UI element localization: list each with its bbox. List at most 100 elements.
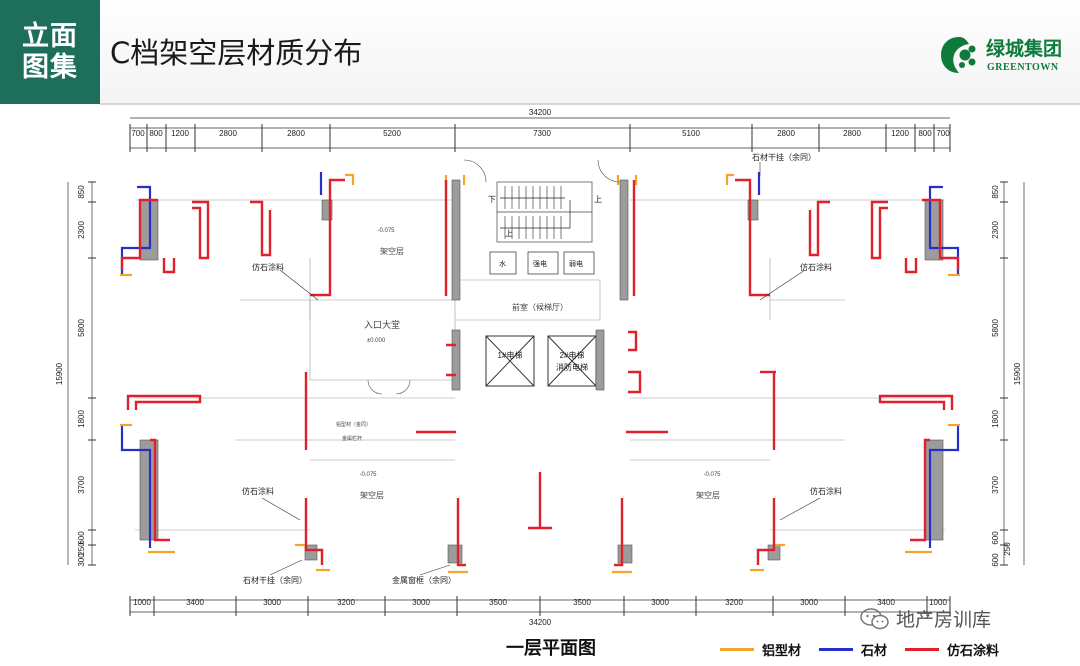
bottom-dimension-labels: 1000 3400 3000 3200 3000 3500 3500 3000 … (133, 598, 947, 607)
dim-left-8: 300 (77, 553, 86, 567)
level-entrance: ±0.000 (367, 338, 386, 344)
dim-bottom-12: 1000 (929, 598, 947, 607)
watermark: 地产房训库 (860, 605, 991, 632)
dim-right-4: 1800 (991, 410, 1000, 428)
level-open-bottom-left: -0.075 (359, 472, 377, 478)
leader-lines (261, 162, 821, 576)
level-open-bottom-right: -0.075 (703, 472, 721, 478)
room-lobby: 前室（候梯厅） (512, 302, 568, 312)
page-title: C档架空层材质分布 (110, 36, 363, 70)
stair-up-label-1: 上 (594, 195, 602, 204)
dimension-lines (67, 117, 1025, 613)
room-open-bottom-left: 架空层 (360, 490, 384, 500)
logo-chinese-text: 绿城集团 (986, 38, 1063, 60)
dim-left-1: 850 (77, 185, 86, 199)
dim-top-13: 700 (936, 129, 950, 138)
dimension-ticks (88, 124, 1008, 616)
dim-top-2: 800 (149, 129, 163, 138)
dim-left-7: 250 (77, 542, 86, 556)
company-logo: 绿城集团 GREENTOWN (938, 30, 1068, 80)
logo-english-text: GREENTOWN (987, 62, 1059, 73)
left-dimension-labels: 850 2300 5800 1800 3700 600 250 300 1590… (55, 185, 86, 567)
badge-line-1: 立面 (22, 21, 78, 51)
legend-label-faux-stone-paint: 仿石涂料 (947, 644, 1000, 659)
dim-bottom-3: 3000 (263, 598, 281, 607)
dim-bottom-11: 3400 (877, 598, 895, 607)
watermark-text: 地产房训库 (896, 609, 992, 631)
callout-labels: 石材干挂（余同） 仿石涂料 仿石涂料 仿石涂料 仿石涂料 石材干挂（余同） 金属… (242, 152, 842, 585)
overall-height-left: 15900 (55, 362, 64, 385)
dim-top-1: 700 (131, 129, 145, 138)
dim-bottom-10: 3000 (800, 598, 818, 607)
legend-swatch-aluminium (720, 648, 754, 651)
material-legend: 铝型材 石材 仿石涂料 (720, 640, 1017, 659)
stair-down-label: 下 (488, 195, 496, 204)
dim-top-7: 7300 (533, 129, 551, 138)
dim-top-9: 2800 (777, 129, 795, 138)
greentown-logo-icon (941, 37, 976, 73)
overall-height-right: 15900 (1013, 362, 1022, 385)
dim-top-8: 5100 (682, 129, 700, 138)
elevator-2-sub: 消防电梯 (556, 362, 588, 372)
dim-top-5: 2800 (287, 129, 305, 138)
label-paint-upper-left: 仿石涂料 (252, 262, 284, 272)
dim-bottom-6: 3500 (489, 598, 507, 607)
stair-shaft (496, 181, 593, 243)
legend-label-aluminium: 铝型材 (762, 644, 802, 659)
room-weak-power: 弱电 (569, 259, 583, 268)
header-bar (0, 0, 1080, 104)
room-strong-power: 强电 (533, 259, 547, 268)
elevator-1-label: 1#电梯 (498, 350, 523, 360)
floor-plan-drawing: 34200 700 800 1200 2800 2800 5200 7300 5… (55, 108, 1025, 627)
small-note-aluminium: 铝型材（金同） (336, 421, 371, 428)
aluminium-orange (120, 173, 960, 574)
dim-left-6: 600 (77, 531, 86, 545)
badge-line-2: 图集 (22, 52, 78, 82)
dim-top-11: 1200 (891, 129, 909, 138)
dim-bottom-4: 3200 (337, 598, 355, 607)
wechat-icon (860, 607, 889, 629)
dim-bottom-7: 3500 (573, 598, 591, 607)
dim-right-6: 600 (991, 531, 1000, 545)
dim-right-8: 600 (991, 553, 1000, 567)
legend-label-stone: 石材 (861, 644, 888, 659)
header-divider (100, 103, 1080, 105)
room-open-top: 架空层 (380, 246, 404, 256)
dim-bottom-1: 1000 (133, 598, 151, 607)
top-dimension-labels: 700 800 1200 2800 2800 5200 7300 5100 28… (131, 129, 950, 138)
dim-top-12: 800 (918, 129, 932, 138)
faux-stone-paint-red (120, 178, 960, 567)
dim-left-3: 5800 (77, 319, 86, 337)
dim-bottom-8: 3000 (651, 598, 669, 607)
dim-right-7: 250 (1003, 542, 1012, 556)
dim-left-2: 2300 (77, 221, 86, 239)
label-paint-lower-right: 仿石涂料 (810, 486, 842, 496)
legend-item-faux-stone-paint: 仿石涂料 (905, 640, 999, 659)
dim-top-4: 2800 (219, 129, 237, 138)
door-swings (367, 159, 621, 395)
dim-bottom-2: 3400 (186, 598, 204, 607)
legend-swatch-stone (819, 648, 854, 651)
overall-width-top: 34200 (529, 108, 552, 117)
room-water: 水 (499, 259, 506, 268)
dim-right-2: 2300 (991, 221, 1000, 239)
plan-title: 一层平面图 (506, 638, 596, 659)
dim-right-1: 850 (991, 185, 1000, 199)
small-note-railing: 金属栏杆 (342, 435, 362, 442)
dim-right-3: 5800 (991, 319, 1000, 337)
elevator-2-label: 2#电梯 (560, 350, 585, 360)
stair-up-label-2: 上 (505, 229, 513, 238)
room-entrance-hall: 入口大堂 (364, 319, 400, 330)
dim-bottom-9: 3200 (725, 598, 743, 607)
legend-item-aluminium: 铝型材 (720, 640, 801, 659)
label-paint-upper-right: 仿石涂料 (800, 262, 832, 272)
legend-swatch-faux-stone-paint (905, 648, 940, 651)
label-stone-top-right: 石材干挂（余同） (752, 152, 816, 162)
dim-top-6: 5200 (383, 129, 401, 138)
dim-top-3: 1200 (171, 129, 189, 138)
dim-left-5: 3700 (77, 476, 86, 494)
legend-item-stone: 石材 (819, 640, 887, 659)
room-open-bottom-right: 架空层 (696, 490, 720, 500)
dim-bottom-5: 3000 (412, 598, 430, 607)
overall-width-bottom: 34200 (529, 618, 552, 627)
